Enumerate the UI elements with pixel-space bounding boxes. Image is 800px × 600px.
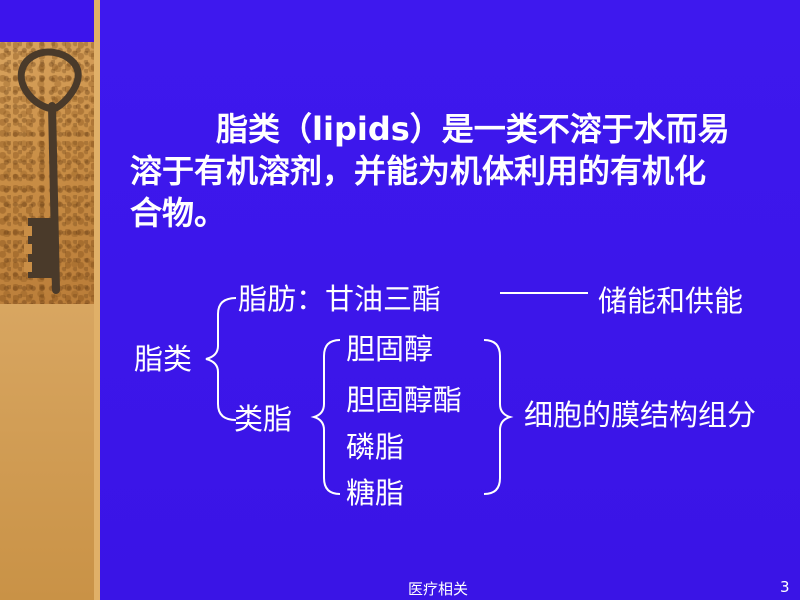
footer-text: 医疗相关 [408,580,469,598]
branch-fat-label: 脂肪：甘油三酯 [238,282,442,316]
fat-function-label: 储能和供能 [598,284,744,318]
paragraph-line-1: 脂类（lipids）是一类不溶于水而易 [216,110,730,148]
lipoid-item-phospholipid: 磷脂 [346,430,405,464]
lipoid-item-cholesterol: 胆固醇 [346,332,434,366]
page-number: 3 [780,578,790,596]
root-label: 脂类 [134,342,193,376]
footer [0,574,800,600]
lipoid-item-cholesterol-ester: 胆固醇酯 [346,383,463,417]
definition-paragraph: 脂类（lipids）是一类不溶于水而易 溶于有机溶剂，并能为机体利用的有机化 合… [130,108,780,234]
left-top-band [0,0,100,42]
left-lower-band [0,304,100,600]
left-decoration-panel [0,0,100,600]
branch-lipoid-label: 类脂 [234,402,293,436]
paragraph-line-2: 溶于有机溶剂，并能为机体利用的有机化 [130,152,707,190]
lipoid-item-glycolipid: 糖脂 [346,476,405,510]
rusty-key-icon [17,48,82,294]
left-divider-stripe [94,0,100,600]
lipoid-function-label: 细胞的膜结构组分 [524,398,757,432]
paragraph-line-3: 合物。 [130,194,227,232]
